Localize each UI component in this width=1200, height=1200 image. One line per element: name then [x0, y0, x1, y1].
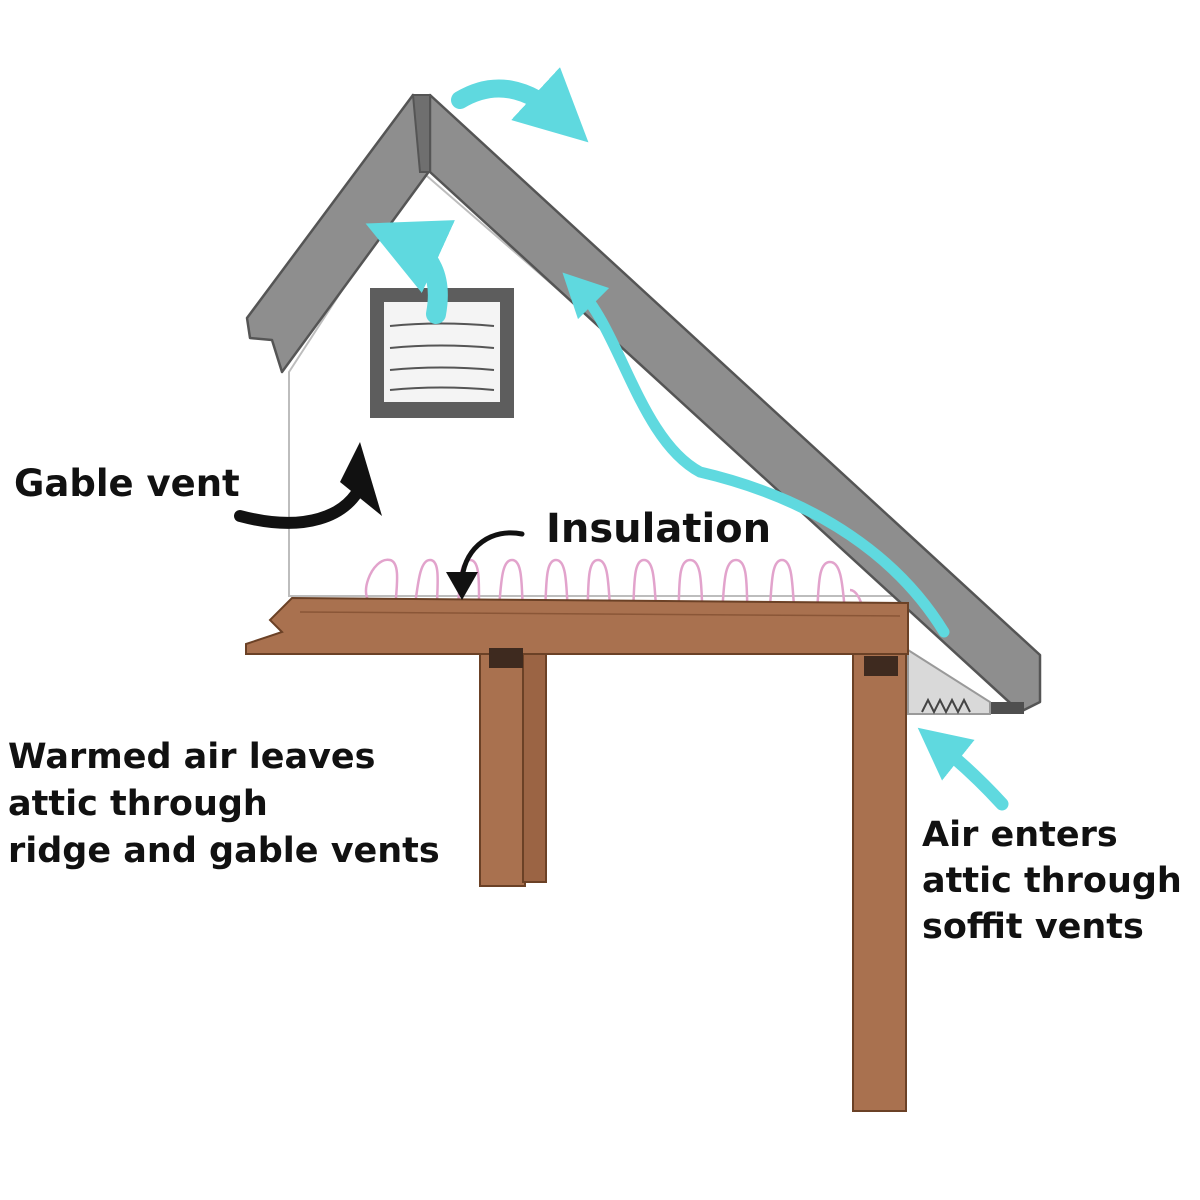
warmed-air-line-3: ridge and gable vents [8, 831, 440, 871]
warmed-air-caption: Warmed air leaves attic through ridge an… [8, 734, 440, 875]
air-enters-line-2: attic through [922, 861, 1182, 901]
exterior-stud-block [864, 656, 898, 676]
roof-airflow-arrow [562, 272, 950, 638]
joist-grain [299, 611, 901, 617]
ceiling-joist [245, 596, 909, 655]
interior-stud-right [522, 653, 547, 883]
air-enters-line-3: soffit vents [922, 907, 1144, 947]
gable-outflow-arrow [365, 220, 455, 324]
soffit-inflow-arrow [917, 727, 1009, 811]
ridge-cap [411, 94, 431, 173]
gable-vent-label: Gable vent [14, 462, 240, 505]
warmed-air-line-2: attic through [8, 784, 268, 824]
soffit-vent-mesh [921, 697, 971, 715]
warmed-air-line-1: Warmed air leaves [8, 737, 376, 777]
gable-pointer-arrowhead [340, 442, 382, 516]
insulation-pointer-arrowhead [446, 572, 478, 600]
air-enters-caption: Air enters attic through soffit vents [922, 812, 1182, 950]
insulation-label: Insulation [546, 506, 772, 552]
ridge-vent-arrow [451, 67, 589, 143]
fascia [990, 702, 1024, 714]
interior-stud-block [489, 648, 523, 668]
interior-stud-left [479, 653, 526, 887]
soffit-vent [907, 648, 991, 715]
air-enters-line-1: Air enters [922, 815, 1118, 855]
gable-vent-slats [389, 322, 495, 391]
insulation-pointer-arrow [459, 530, 525, 581]
exterior-stud [852, 653, 907, 1112]
